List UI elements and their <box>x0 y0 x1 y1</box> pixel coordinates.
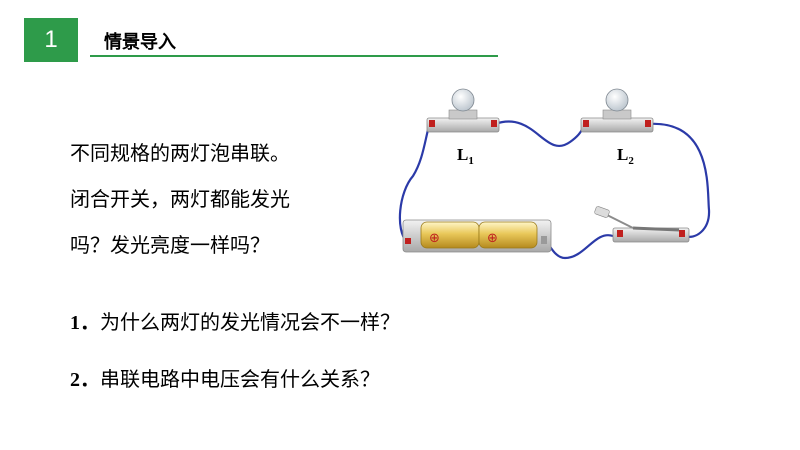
section-number: 1 <box>44 26 58 53</box>
section-number-badge: 1 <box>24 18 78 62</box>
lamp-1: L1 <box>426 88 500 167</box>
battery-cell-2 <box>478 221 538 249</box>
wire-lamp1-to-lamp2 <box>494 120 586 148</box>
battery-plus-2: ⊕ <box>487 231 498 246</box>
switch-lever <box>632 226 680 232</box>
question-1: 1．为什么两灯的发光情况会不一样？ <box>70 306 400 335</box>
lamp-2-bulb <box>605 88 629 112</box>
battery-pack: ⊕ ⊕ <box>402 219 552 253</box>
question-1-text: 为什么两灯的发光情况会不一样？ <box>100 310 400 334</box>
lamp-2-label: L2 <box>617 145 634 167</box>
question-2: 2．串联电路中电压会有什么关系？ <box>70 363 380 392</box>
intro-line-1: 不同规格的两灯泡串联。 <box>70 141 290 165</box>
lamp-1-bulb <box>451 88 475 112</box>
series-circuit-diagram: L1 L2 ⊕ ⊕ <box>398 88 711 260</box>
intro-line-3: 吗？发光亮度一样吗？ <box>70 233 270 257</box>
title-underline <box>90 55 498 57</box>
switch <box>594 206 690 243</box>
intro-text: 不同规格的两灯泡串联。 闭合开关，两灯都能发光 吗？发光亮度一样吗？ <box>70 130 370 268</box>
question-2-number: 2． <box>70 369 100 391</box>
section-title: 情景导入 <box>104 32 176 53</box>
battery-plus-1: ⊕ <box>429 231 440 246</box>
wire-lamp2-to-switch <box>648 122 711 238</box>
lamp-1-label: L1 <box>457 145 474 167</box>
wire-switch-to-battery <box>544 234 614 260</box>
question-2-text: 串联电路中电压会有什么关系？ <box>100 367 380 391</box>
wire-battery-to-lamp1 <box>398 125 431 243</box>
intro-line-2: 闭合开关，两灯都能发光 <box>70 187 290 211</box>
question-1-number: 1． <box>70 312 100 334</box>
lamp-2: L2 <box>580 88 654 167</box>
